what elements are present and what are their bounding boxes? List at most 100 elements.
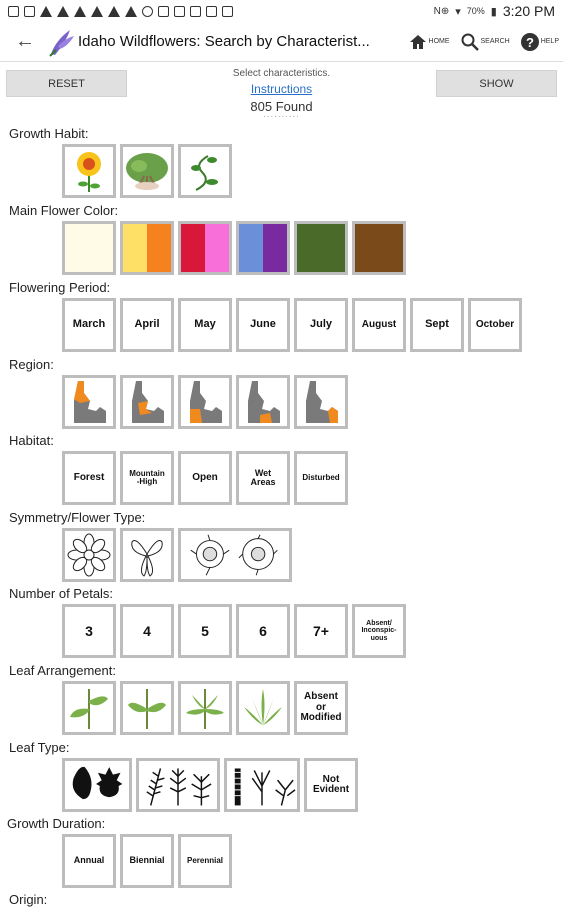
region-southwest[interactable] [178,375,232,429]
leaf-whorled[interactable] [178,681,232,735]
petals-4[interactable]: 4 [120,604,174,658]
clock: 3:20 PM [502,3,555,19]
whorled-leaf-icon [186,689,224,729]
warning-icon [125,5,137,17]
month-september[interactable]: Sept [410,298,464,352]
month-march[interactable]: March [62,298,116,352]
section-label: Habitat: [9,433,54,448]
mail-icon [24,5,35,17]
tile-vine-habit[interactable] [178,144,232,198]
scroll-dots: ·········· [263,112,300,121]
symmetry-radial[interactable] [62,528,116,582]
back-arrow-icon[interactable]: ← [15,30,35,52]
section-label: Growth Habit: [9,126,89,141]
app-icon [174,5,185,17]
bilateral-flower-icon [131,540,163,577]
section-label: Leaf Arrangement: [9,663,116,678]
app-icon [206,5,217,17]
settings-icon [142,5,153,17]
image-icon [8,5,19,17]
idaho-map-icon [306,381,338,423]
region-central[interactable] [120,375,174,429]
color-yellow-orange[interactable] [120,221,174,275]
show-button[interactable]: SHOW [436,70,557,97]
opposite-leaf-icon [128,689,166,729]
leaftype-compound[interactable] [136,758,220,812]
section-label: Symmetry/Flower Type: [9,510,146,525]
habitat-forest[interactable]: Forest [62,451,116,505]
help-icon: ? [520,32,539,51]
idaho-map-icon [190,381,222,423]
warning-icon [91,5,103,17]
region-north[interactable] [62,375,116,429]
tile-flower-habit[interactable] [62,144,116,198]
instructions-link[interactable]: Instructions [250,82,313,96]
petals-6[interactable]: 6 [236,604,290,658]
idaho-map-icon [248,381,280,423]
month-june[interactable]: June [236,298,290,352]
color-brown[interactable] [352,221,406,275]
habitat-open[interactable]: Open [178,451,232,505]
help-button[interactable]: ? HELP [520,32,559,52]
leaftype-linear[interactable] [224,758,300,812]
section-label: Number of Petals: [9,586,114,601]
app-icon [222,5,233,17]
month-october[interactable]: October [468,298,522,352]
habitat-wet-areas[interactable]: Wet Areas [236,451,290,505]
leaf-basal[interactable] [236,681,290,735]
search-controls: RESET Select characteristics. Instructio… [0,64,563,122]
duration-biennial[interactable]: Biennial [120,834,174,888]
region-south-central[interactable] [236,375,290,429]
petals-5[interactable]: 5 [178,604,232,658]
simple-leaf-icon [72,766,123,805]
warning-icon [40,5,52,17]
leaftype-simple[interactable] [62,758,132,812]
reset-button[interactable]: RESET [6,70,127,97]
instruction-text: Select characteristics. [232,68,331,79]
habitat-mountain-high[interactable]: Mountain -High [120,451,174,505]
section-label: Main Flower Color: [9,203,119,218]
result-summary: Select characteristics. Instructions 805… [180,68,383,121]
linear-leaf-icon [232,768,296,806]
tile-shrub-habit[interactable] [120,144,174,198]
section-label: Leaf Type: [9,740,70,755]
idaho-map-icon [74,381,106,423]
leaftype-not-evident[interactable]: Not Evident [304,758,358,812]
status-bar: N⊕ ▾ 70% ▮ 3:20 PM [0,0,563,22]
region-east[interactable] [294,375,348,429]
calendar-icon [158,5,169,17]
month-august[interactable]: August [352,298,406,352]
color-blue-purple[interactable] [236,221,290,275]
leaf-absent-modified[interactable]: Absent or Modified [294,681,348,735]
month-july[interactable]: July [294,298,348,352]
symmetry-composite[interactable] [178,528,292,582]
app-bar: ← Idaho Wildflowers: Search by Character… [0,22,563,62]
notification-icons [8,5,233,17]
nfc-icon: N⊕ [433,5,450,17]
home-button[interactable]: HOME [408,32,450,52]
sunflower-icon [77,152,101,192]
search-button[interactable]: SEARCH [460,32,510,52]
duration-perennial[interactable]: Perennial [178,834,232,888]
color-red-pink[interactable] [178,221,232,275]
petals-7-plus[interactable]: 7+ [294,604,348,658]
duration-annual[interactable]: Annual [62,834,116,888]
section-label: Region: [9,357,54,372]
svg-text:?: ? [526,35,534,50]
symmetry-bilateral[interactable] [120,528,174,582]
compound-leaf-icon [146,768,212,806]
color-white[interactable] [62,221,116,275]
warning-icon [57,5,69,17]
habitat-disturbed[interactable]: Disturbed [294,451,348,505]
warning-icon [74,5,86,17]
app-icon [190,5,201,17]
leaf-alternate[interactable] [62,681,116,735]
petals-absent[interactable]: Absent/ Inconspic- uous [352,604,406,658]
leaf-opposite[interactable] [120,681,174,735]
petals-3[interactable]: 3 [62,604,116,658]
found-count: 805 Found [250,99,313,114]
month-april[interactable]: April [120,298,174,352]
month-may[interactable]: May [178,298,232,352]
home-icon [409,34,426,49]
color-green[interactable] [294,221,348,275]
